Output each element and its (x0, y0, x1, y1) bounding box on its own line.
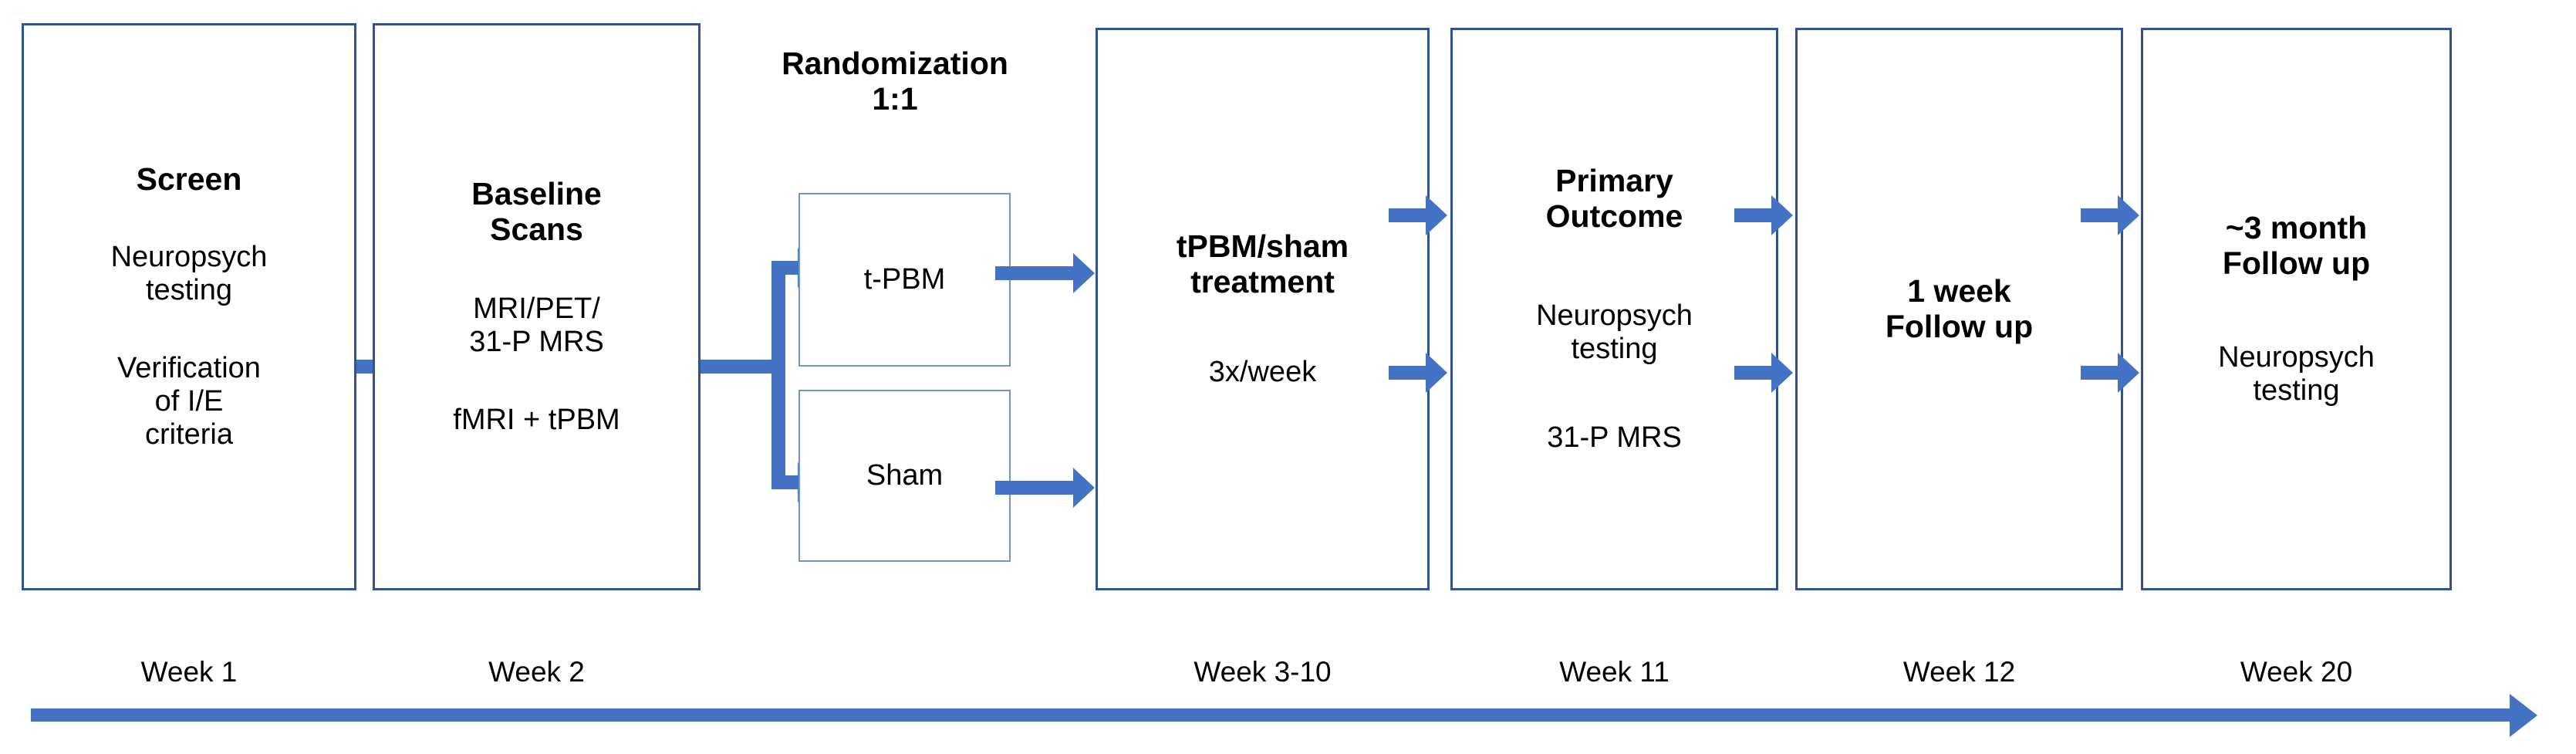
week-label-1: Week 1 (140, 656, 238, 688)
stage-title-one-week-followup: 1 week Follow up (1885, 272, 2034, 344)
stage-line-outcome-1: 31-P MRS (1547, 421, 1682, 454)
arrow-outcome-to-week1fu-lower (1734, 366, 1773, 380)
week-label-5: Week 12 (1902, 656, 2016, 688)
stage-line-baseline-1: fMRI + tPBM (453, 403, 620, 436)
stage-title-treatment: tPBM/sham treatment (1176, 228, 1349, 300)
week-label-3: Week 3-10 (1193, 656, 1332, 688)
stage-line-treatment-0: 3x/week (1208, 355, 1317, 388)
randomization-label: Randomization 1:1 (782, 46, 1008, 117)
week-label-2: Week 2 (488, 656, 585, 688)
stage-title-three-month-followup: ~3 month Follow up (2222, 209, 2371, 281)
stage-line-outcome-0: Neuropsych testing (1536, 299, 1693, 365)
arm-box-sham[interactable]: Sham (798, 390, 1011, 562)
stage-box-primary-outcome[interactable]: Primary Outcome Neuropsych testing 31-P … (1450, 28, 1778, 590)
stage-box-screen[interactable]: Screen Neuropsych testing Verification o… (22, 23, 356, 590)
stage-line-baseline-0: MRI/PET/ 31-P MRS (469, 292, 604, 358)
week-label-6: Week 20 (2240, 656, 2353, 688)
arm-box-tpbm[interactable]: t-PBM (798, 193, 1011, 367)
stage-title-screen: Screen (136, 161, 242, 198)
arrow-treatment-to-outcome-lower (1389, 366, 1427, 380)
arm-label-tpbm: t-PBM (863, 263, 946, 296)
stage-title-primary-outcome: Primary Outcome (1545, 163, 1683, 235)
arrow-week1fu-to-month3fu-upper (2081, 208, 2119, 222)
arrow-treatment-to-outcome-upper (1389, 208, 1427, 222)
branch-stem-baseline (701, 360, 785, 374)
arrow-week1fu-to-month3fu-lower (2081, 366, 2119, 380)
timeline-arrow (31, 708, 2511, 722)
branch-trunk (771, 261, 785, 489)
arrow-branch-to-sham (771, 475, 799, 489)
arrow-sham-to-treatment (995, 481, 1075, 495)
stage-line-screen-0: Neuropsych testing (110, 241, 268, 307)
stage-title-baseline-scans: Baseline Scans (471, 176, 602, 248)
arrow-outcome-to-week1fu-upper (1734, 208, 1773, 222)
stage-box-baseline-scans[interactable]: Baseline Scans MRI/PET/ 31-P MRS fMRI + … (373, 23, 701, 590)
stage-box-three-month-followup[interactable]: ~3 month Follow up Neuropsych testing (2141, 28, 2452, 590)
arm-label-sham: Sham (866, 459, 944, 492)
arrow-branch-to-tpbm (771, 261, 799, 275)
arrow-tpbm-to-treatment (995, 266, 1075, 280)
stage-box-treatment[interactable]: tPBM/sham treatment 3x/week (1096, 28, 1430, 590)
stage-line-month3fu-0: Neuropsych testing (2218, 341, 2375, 407)
stage-line-screen-1: Verification of I/E criteria (117, 351, 261, 451)
stage-box-one-week-followup[interactable]: 1 week Follow up (1795, 28, 2123, 590)
week-label-4: Week 11 (1559, 656, 1670, 688)
